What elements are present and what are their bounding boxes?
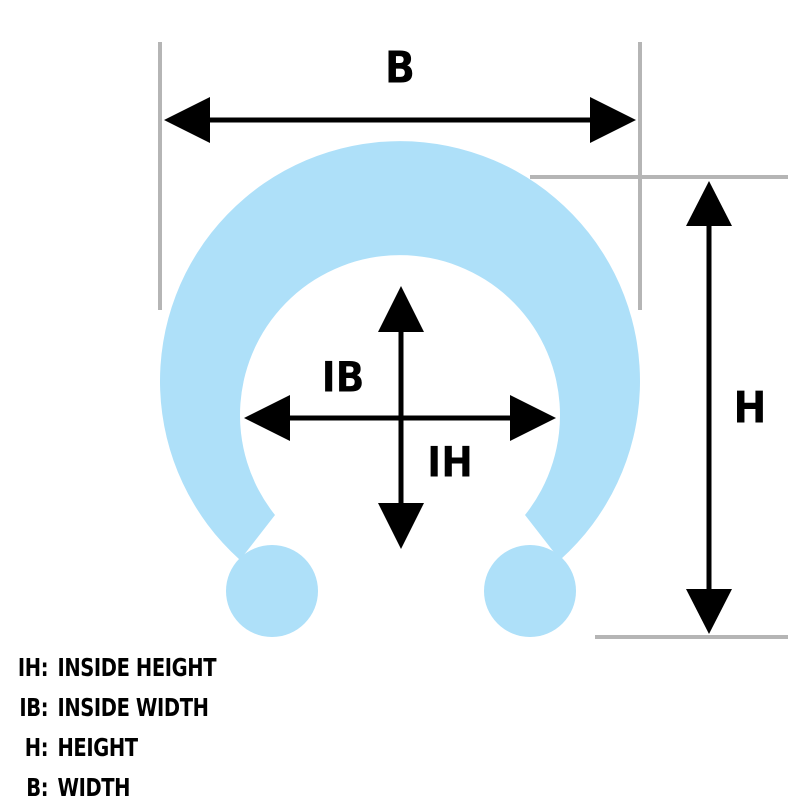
legend-desc: INSIDE HEIGHT — [57, 653, 217, 682]
legend-desc: HEIGHT — [57, 733, 138, 762]
legend-item-inside-width: IB: INSIDE WIDTH — [6, 688, 216, 728]
width-label: B — [385, 43, 415, 94]
legend: IH: INSIDE HEIGHT IB: INSIDE WIDTH H: HE… — [6, 648, 275, 808]
height-label: H — [733, 383, 766, 434]
legend-item-width: B: WIDTH — [6, 768, 216, 808]
inside-height-label: IH — [427, 438, 473, 487]
legend-abbr: IH: — [17, 653, 49, 682]
inside-width-label: IB — [322, 353, 365, 402]
horseshoe-ring — [160, 141, 641, 560]
legend-desc: INSIDE WIDTH — [57, 693, 209, 722]
width-arrow — [164, 97, 636, 143]
legend-abbr: H: — [24, 733, 49, 762]
legend-item-height: H: HEIGHT — [6, 728, 216, 768]
inside-height-arrow — [378, 286, 424, 549]
legend-desc: WIDTH — [57, 773, 131, 802]
legend-abbr: B: — [26, 773, 49, 802]
legend-item-inside-height: IH: INSIDE HEIGHT — [6, 648, 217, 688]
horseshoe-end-left — [226, 545, 318, 637]
legend-abbr: IB: — [19, 693, 49, 722]
horseshoe-end-right — [484, 545, 576, 637]
height-arrow — [686, 181, 732, 634]
